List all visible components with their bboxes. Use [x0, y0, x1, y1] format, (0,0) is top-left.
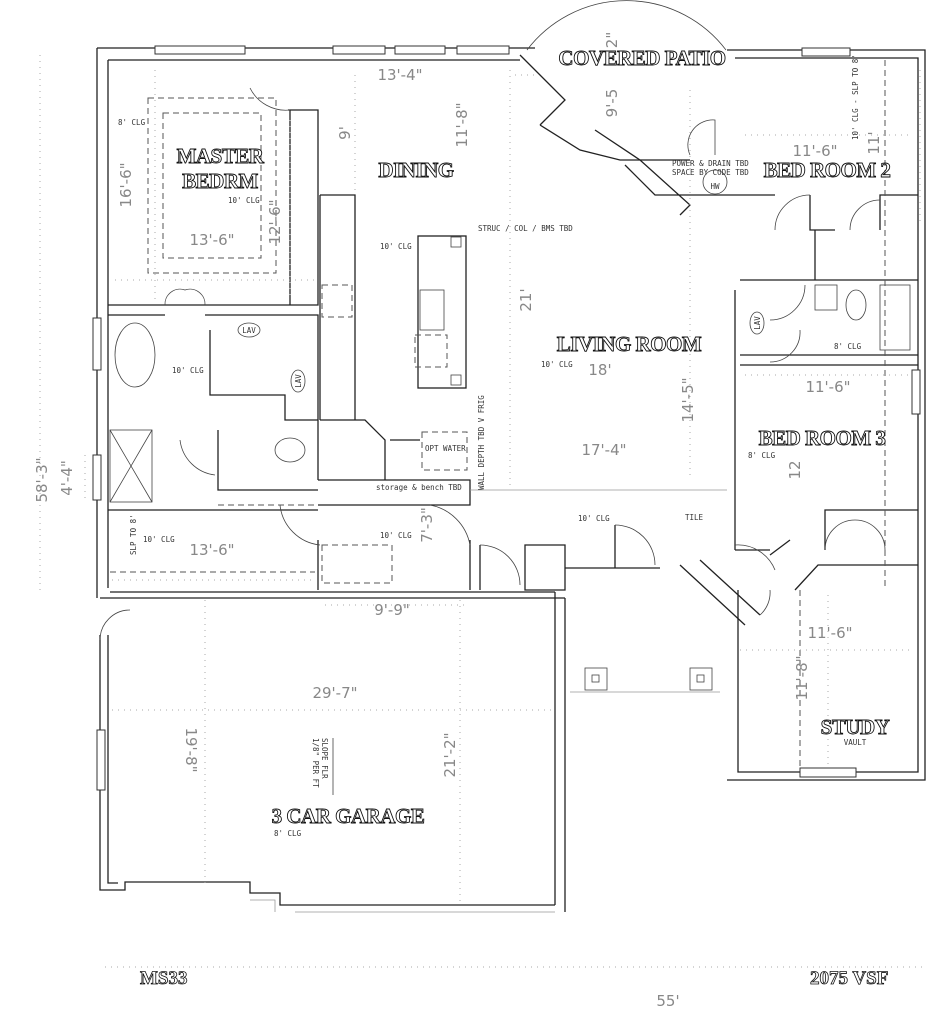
dimension: 18': [588, 361, 611, 379]
dimension: 13'-6": [189, 541, 234, 559]
dimension: 9': [336, 126, 354, 140]
notes: 8' CLG 10' CLG 10' CLG STRUC / COL / BMS…: [118, 54, 867, 838]
master-bedroom: [108, 87, 319, 306]
dimension: 21'-2": [441, 732, 459, 777]
dimension: 13'-4": [377, 66, 422, 84]
dimension: 11'-6": [792, 142, 837, 160]
note: 10' CLG: [228, 196, 260, 205]
note: 8' CLG: [748, 451, 776, 460]
note: 8' CLG: [118, 118, 146, 127]
room-label-bed-room-2: BED ROOM 2: [764, 158, 891, 182]
room-label-bed-room-3: BED ROOM 3: [759, 426, 886, 450]
note: SLOPE FLR: [320, 738, 329, 779]
windows: [92, 45, 921, 791]
dimension: 11': [865, 131, 883, 154]
laundry-area: [279, 419, 471, 590]
bedroom-wing: [679, 60, 918, 770]
dimension: 7'-3": [418, 507, 436, 543]
area-label: 2075 VSF: [810, 968, 888, 989]
room-label-dining: DINING: [378, 158, 453, 182]
note: STRUC / COL / BMS TBD: [478, 224, 573, 233]
dimension: 12: [786, 460, 804, 479]
room-label-living-room: LIVING ROOM: [557, 332, 702, 356]
dimension: 55': [656, 992, 679, 1010]
entry: [470, 489, 727, 591]
front-porch: [570, 667, 720, 693]
note: 10' CLG: [172, 366, 204, 375]
note: 8' CLG: [274, 829, 302, 838]
note: 10' CLG: [380, 531, 412, 540]
dimension: 19'-8": [182, 727, 200, 772]
dimension: 29'-7": [312, 684, 357, 702]
note: SPACE BY CODE TBD: [672, 168, 749, 177]
room-label-master-2: BEDRM: [182, 169, 258, 193]
dimension: 9'-5: [603, 89, 621, 118]
note: 10' CLG: [380, 242, 412, 251]
note: 10' CLG - SLP TO 8': [851, 54, 860, 140]
dimension: 58'-3": [33, 457, 51, 502]
dimension: 2": [603, 32, 621, 48]
room-label-garage: 3 CAR GARAGE: [272, 804, 425, 828]
room-label-covered-patio: COVERED PATIO: [558, 46, 725, 70]
note: POWER & DRAIN TBD: [672, 159, 749, 168]
note: WALL DEPTH TBD V FRIG: [477, 395, 486, 490]
note: 10' CLG: [578, 514, 610, 523]
note: 10' CLG: [541, 360, 573, 369]
note: SLP TO 8': [129, 514, 138, 555]
note: VAULT: [844, 738, 867, 747]
dimension: 12'-6": [266, 199, 284, 244]
note: LAV: [294, 374, 303, 388]
note: LAV: [753, 316, 762, 330]
plan-name: MS33: [140, 968, 188, 989]
dimension: 13'-6": [189, 231, 234, 249]
note: 1/8" PER FT: [311, 738, 320, 788]
dimension: 21': [517, 288, 535, 311]
dimension: 11'-8": [453, 102, 471, 147]
dimension: 14'-5": [679, 377, 697, 422]
dimension: 17'-4": [581, 441, 626, 459]
note: LAV: [242, 326, 256, 335]
dimension: 9'-9": [374, 601, 410, 619]
note: 8' CLG: [834, 342, 862, 351]
note: OPT WATER: [425, 444, 466, 453]
kitchen: [319, 194, 467, 420]
dimension-lines: [39, 55, 925, 968]
dimension: 11'-6": [807, 624, 852, 642]
note: storage & bench TBD: [376, 483, 462, 492]
dimension: 11'-8": [793, 655, 811, 700]
covered-patio: [519, 0, 735, 216]
dimensions: 13'-4" 9' 11'-8" 16'-6" 12'-6" 13'-6" 9'…: [33, 32, 883, 1010]
dimension: 4'-4": [58, 460, 76, 496]
note: TILE: [685, 513, 704, 522]
dimension: 11'-6": [805, 378, 850, 396]
master-bath: [108, 314, 319, 573]
note: 10' CLG: [143, 535, 175, 544]
room-label-study: STUDY: [821, 715, 890, 739]
dimension: 16'-6": [117, 162, 135, 207]
note: HW: [710, 182, 720, 191]
room-label-master: MASTER: [177, 144, 265, 168]
